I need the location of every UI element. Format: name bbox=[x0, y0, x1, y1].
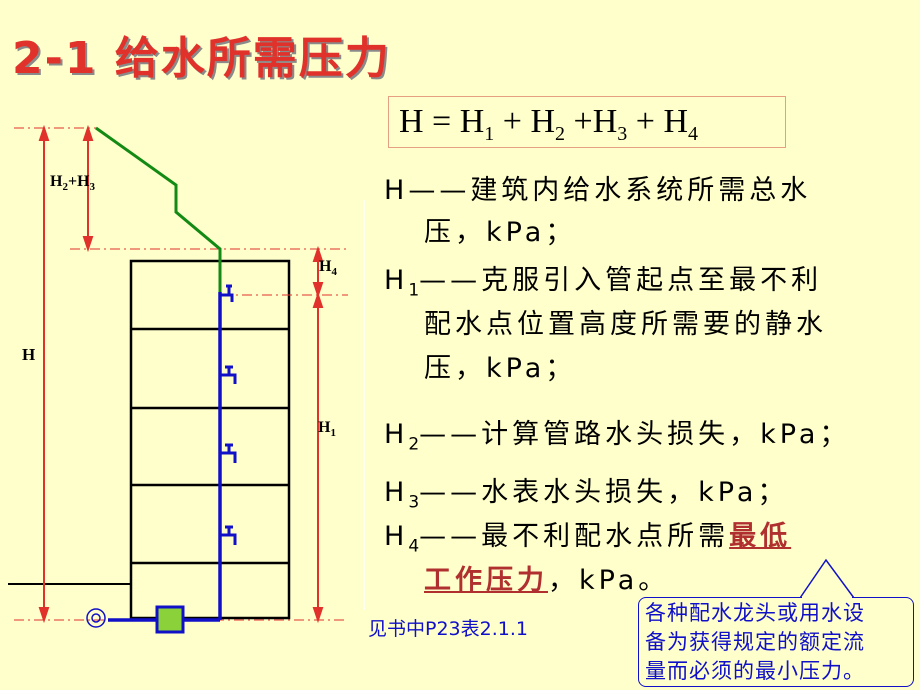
callout-line: 备为获得规定的额定流 bbox=[645, 630, 865, 654]
label-h: H bbox=[22, 345, 35, 364]
dimension-h1 bbox=[312, 291, 324, 624]
formula-sub: 2 bbox=[555, 122, 566, 145]
def-h1-line3: 压，kPa； bbox=[424, 353, 577, 384]
pressure-line bbox=[95, 126, 222, 292]
inlet-valve-icon bbox=[86, 608, 106, 628]
formula-part: +H bbox=[565, 103, 618, 140]
formula-part: + H bbox=[494, 103, 556, 140]
water-meter-icon bbox=[155, 605, 185, 634]
label-h1: H1 bbox=[318, 419, 336, 439]
faucet-icon bbox=[220, 284, 234, 302]
def-h4-line1: H4——最不利配水点所需最低 bbox=[384, 521, 792, 557]
faucet-icon bbox=[220, 525, 237, 545]
dimension-h bbox=[38, 124, 50, 624]
formula-sub: 1 bbox=[484, 122, 495, 145]
def-h-line2: 压，kPa； bbox=[424, 217, 577, 248]
def-h3: H3——水表水头损失，kPa； bbox=[384, 477, 789, 513]
formula-box: H = H1 + H2 +H3 + H4 bbox=[388, 96, 786, 148]
callout-line: 量而必须的最小压力。 bbox=[645, 659, 865, 683]
callout-line: 各种配水龙头或用水设 bbox=[645, 601, 865, 625]
highlight-term: 最低 bbox=[729, 521, 792, 552]
def-h1-line1: H1——克服引入管起点至最不利 bbox=[384, 265, 823, 301]
def-h4-line2: 工作压力，kPa。 bbox=[424, 565, 670, 596]
formula-part: H = H bbox=[399, 103, 485, 140]
formula-sub: 3 bbox=[617, 122, 628, 145]
book-reference: 见书中P23表2.1.1 bbox=[368, 618, 528, 640]
formula-sub: 4 bbox=[688, 122, 698, 145]
formula-part: + H bbox=[627, 103, 688, 140]
building-outline bbox=[129, 259, 291, 620]
label-h2h3: H2+H3 bbox=[50, 173, 96, 193]
page-title: 2-1 给水所需压力 bbox=[12, 33, 391, 84]
def-h1-line2: 配水点位置高度所需要的静水 bbox=[424, 309, 827, 340]
def-h-line1: H——建筑内给水系统所需总水 bbox=[384, 175, 812, 206]
def-h2: H2——计算管路水头损失，kPa； bbox=[384, 419, 851, 455]
faucet-icon bbox=[220, 443, 237, 463]
highlight-term: 工作压力 bbox=[424, 565, 548, 596]
callout-box: 各种配水龙头或用水设 备为获得规定的额定流 量而必须的最小压力。 bbox=[638, 597, 914, 687]
faucet-icon bbox=[220, 365, 237, 384]
dimension-h4 bbox=[312, 245, 324, 299]
label-h4: H4 bbox=[319, 258, 337, 278]
dimension-h2h3 bbox=[82, 124, 94, 253]
